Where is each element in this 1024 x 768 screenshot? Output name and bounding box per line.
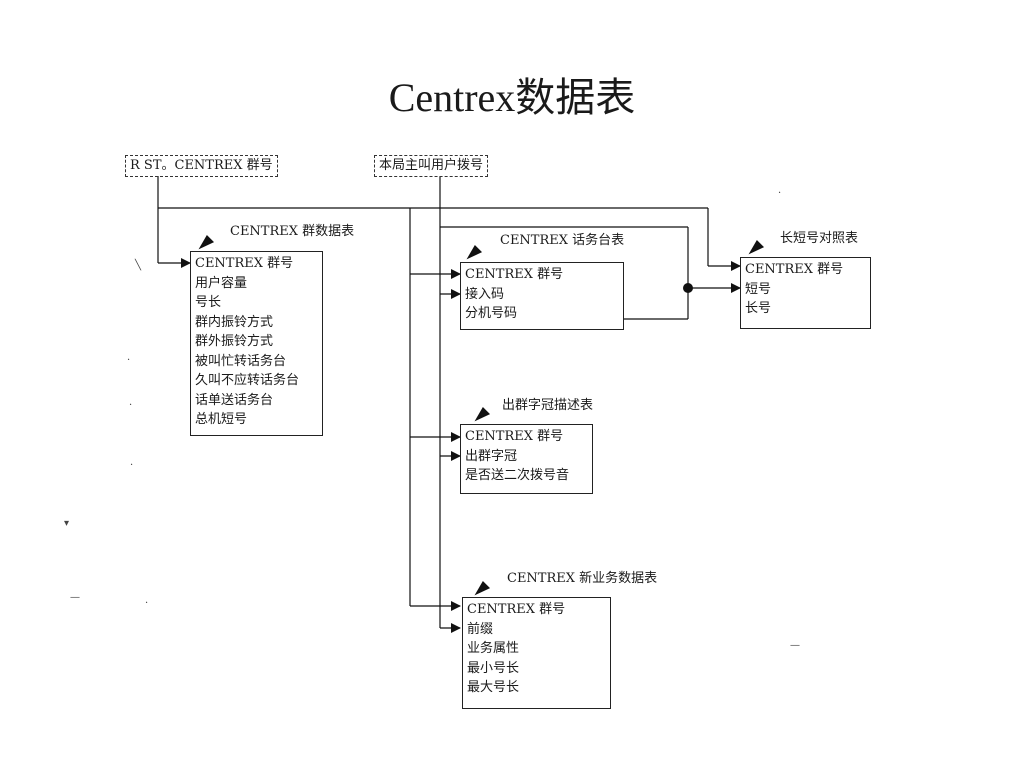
group-data-table: CENTREX 群号 用户容量 号长 群内振铃方式 群外振铃方式 被叫忙转话务台… — [190, 251, 323, 436]
table-field: 最大号长 — [467, 680, 520, 695]
console-table-title: CENTREX 话务台表 — [500, 233, 625, 248]
table-field: 群外振铃方式 — [195, 334, 274, 349]
table-field: CENTREX 群号 — [465, 429, 564, 444]
rst-group-number-source: R ST。CENTREX 群号 — [125, 155, 278, 177]
table-field: 接入码 — [465, 286, 505, 302]
table-field: 分机号码 — [465, 306, 518, 321]
tick-newservice — [474, 581, 491, 596]
table-field: CENTREX 群号 — [465, 267, 564, 282]
tick-prefix — [474, 407, 491, 422]
new-service-table-title: CENTREX 新业务数据表 — [507, 571, 658, 586]
table-field: 长号 — [745, 301, 772, 316]
prefix-table: CENTREX 群号 出群字冠 是否送二次拨号音 — [460, 424, 593, 494]
table-field: 总机短号 — [195, 412, 248, 427]
tick-console — [466, 245, 483, 260]
table-field: 号长 — [195, 295, 222, 310]
table-field: CENTREX 群号 — [745, 262, 844, 277]
table-field: 被叫忙转话务台 — [195, 353, 287, 369]
tick-group-data — [198, 235, 215, 250]
prefix-table-title: 出群字冠描述表 — [502, 398, 594, 413]
table-field: 是否送二次拨号音 — [465, 468, 570, 483]
local-caller-source: 本局主叫用户拨号 — [374, 155, 489, 177]
table-field: 群内振铃方式 — [195, 314, 274, 330]
table-field: 出群字冠 — [465, 448, 518, 464]
table-field: 话单送话务台 — [195, 392, 274, 408]
table-field: 用户容量 — [195, 275, 248, 291]
group-data-table-title: CENTREX 群数据表 — [230, 224, 355, 239]
table-field: 前缀 — [467, 621, 494, 637]
page-title: Centrex数据表 — [388, 75, 636, 120]
table-field: 业务属性 — [467, 641, 520, 656]
table-field: CENTREX 群号 — [195, 256, 294, 271]
table-field: 短号 — [745, 281, 772, 297]
short-number-table: CENTREX 群号 短号 长号 — [740, 257, 871, 329]
table-field: 久叫不应转话务台 — [195, 373, 300, 388]
short-number-table-title: 长短号对照表 — [780, 231, 859, 246]
console-table: CENTREX 群号 接入码 分机号码 — [460, 262, 624, 330]
table-field: 最小号长 — [467, 660, 520, 676]
table-field: CENTREX 群号 — [467, 602, 566, 617]
tick-short — [748, 240, 765, 255]
junction-dot — [683, 283, 693, 293]
new-service-table: CENTREX 群号 前缀 业务属性 最小号长 最大号长 — [462, 597, 611, 709]
